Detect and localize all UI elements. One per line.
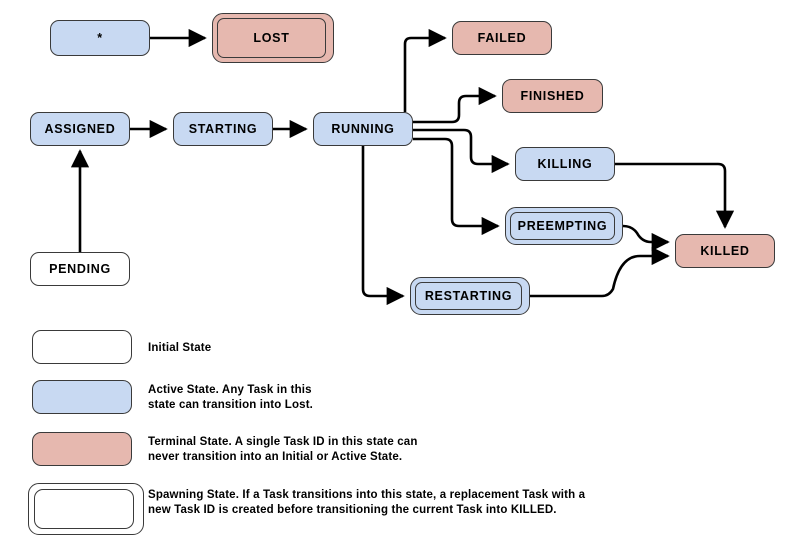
edge-killing-to-killed [615, 162, 735, 229]
state-node-restarting[interactable]: RESTARTING [415, 282, 522, 310]
state-node-running[interactable]: RUNNING [313, 112, 413, 146]
legend-label-spawning: Spawning State. If a Task transitions in… [148, 489, 586, 516]
state-node-finished[interactable]: FINISHED [502, 79, 603, 113]
legend-label-active: Active State. Any Task in this state can… [148, 384, 314, 411]
edge-preempting-to-killed [622, 224, 670, 252]
state-node-starting[interactable]: STARTING [173, 112, 273, 146]
legend-swatch-initial [32, 330, 132, 364]
edge-running-to-finished [413, 86, 497, 124]
edge-running-to-restarting [361, 146, 405, 306]
state-node-preempting[interactable]: PREEMPTING [510, 212, 615, 240]
legend-swatch-active [32, 380, 132, 414]
edge-running-to-preempting [413, 137, 500, 236]
state-node-lost[interactable]: LOST [217, 18, 326, 58]
state-node-killing[interactable]: KILLING [515, 147, 615, 181]
edge-running-to-failed [403, 28, 447, 112]
legend-swatch-terminal [32, 432, 132, 466]
legend-swatch-spawning [34, 489, 134, 529]
state-node-killed[interactable]: KILLED [675, 234, 775, 268]
state-node-assigned[interactable]: ASSIGNED [30, 112, 130, 146]
state-node-any[interactable]: * [50, 20, 150, 56]
state-node-failed[interactable]: FAILED [452, 21, 552, 55]
legend-label-initial: Initial State [148, 342, 212, 354]
edge-running-to-killing [413, 128, 510, 174]
legend-label-terminal: Terminal State. A single Task ID in this… [148, 436, 418, 463]
state-node-pending[interactable]: PENDING [30, 252, 130, 286]
edge-restarting-to-killed [530, 246, 670, 298]
